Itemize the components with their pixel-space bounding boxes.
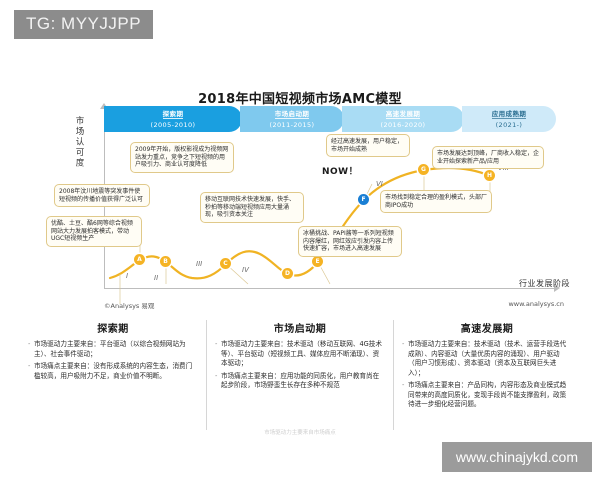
bullet-item: - 市场痛点主要来自：产品同构，内容形态及商业模式趋同带来的高度同质化，变现手段… (402, 381, 572, 410)
x-axis-arrow-icon (554, 284, 560, 292)
phase-name: 高速发展期 (385, 109, 421, 119)
stage-marker-A[interactable]: A (134, 254, 145, 265)
stage-marker-B[interactable]: B (160, 256, 171, 267)
source-left: ©Analysys 易观 (104, 302, 155, 310)
phase-segment-startup[interactable]: 市场启动期 (2011-2015) (240, 106, 344, 132)
bullet-dash-icon: - (402, 340, 405, 348)
phase-years: (2021-) (495, 120, 523, 129)
bullet-item: - 市场驱动力主要来自：平台驱动（以综合视频网站为主）、社会事件驱动； (28, 340, 198, 359)
phase-years: (2011-2015) (269, 120, 315, 129)
phase-segment-mature[interactable]: 应用成熟期 (2021-) (462, 106, 556, 132)
telegram-watermark: TG: MYYJJPP (14, 10, 154, 39)
stage-marker-C[interactable]: C (220, 258, 231, 269)
bullet-item: - 市场驱动力主要来自：技术驱动（技术、运营手段迭代成熟）、内容驱动（大量优质内… (402, 340, 572, 378)
callout-market-maturing: 经过高速发展，用户稳定，市场开始成熟 (326, 134, 410, 158)
stage-marker-D[interactable]: D (282, 268, 293, 279)
amc-chart: 2018年中国短视频市场AMC模型 市场认可度 行业发展阶段 探索期 (2005… (20, 88, 580, 400)
phase-name: 市场启动期 (274, 109, 310, 119)
stage-marker-G[interactable]: G (418, 164, 429, 175)
bullet-item: - 市场痛点主要来自：没有形成系统的内容生态，消费门槛较高，用户吸附力不足，商业… (28, 362, 198, 381)
bullet-text: 市场驱动力主要来自：平台驱动（以综合视频网站为主）、社会事件驱动； (34, 340, 186, 358)
stage-marker-E[interactable]: E (312, 256, 323, 267)
bullet-text: 市场驱动力主要来自：技术驱动（技术、运营手段迭代成熟）、内容驱动（大量优质内容的… (408, 340, 567, 377)
phase-ribbon: 探索期 (2005-2010) 市场启动期 (2011-2015) 高速发展期 … (104, 106, 556, 132)
callout-market-peak: 市场发展达到顶峰，厂商收入稳定，企业开始探索新产品/应用 (432, 146, 544, 170)
stage-marker-F[interactable]: F (358, 194, 369, 205)
bullet-text: 市场痛点主要来自：产品同构，内容形态及商业模式趋同带来的高度同质化，变现手段尚不… (408, 381, 567, 408)
column-exploration: 探索期 - 市场驱动力主要来自：平台驱动（以综合视频网站为主）、社会事件驱动； … (20, 320, 206, 430)
site-watermark: www.chinajykd.com (441, 442, 592, 472)
stage-roman-I: I (126, 272, 129, 280)
x-axis-label: 行业发展阶段 (519, 279, 570, 288)
column-startup: 市场启动期 - 市场驱动力主要来自：技术驱动（移动互联网、4G技术等）、平台驱动… (206, 320, 393, 436)
phase-years: (2005-2010) (150, 120, 196, 129)
column-highgrowth: 高速发展期 - 市场驱动力主要来自：技术驱动（技术、运营手段迭代成熟）、内容驱动… (393, 320, 580, 430)
column-heading: 市场启动期 (273, 324, 327, 335)
bullet-dash-icon: - (402, 381, 405, 389)
callout-exploration-video-sites: 优酷、土豆、酷6网等综合视频网站大力发展拍客模式，带动UGC短视频生产 (46, 216, 142, 247)
y-axis-label: 市场认可度 (74, 116, 84, 169)
x-axis-line (104, 288, 556, 289)
now-marker: NOW！ (322, 167, 359, 177)
phase-years: (2016-2020) (380, 120, 426, 129)
bullet-dash-icon: - (28, 362, 31, 370)
source-right: www.analysys.cn (508, 300, 564, 308)
bullet-dash-icon: - (215, 371, 218, 380)
bullet-item: - 市场驱动力主要来自：技术驱动（移动互联网、4G技术等）、平台驱动（短视频工具… (215, 340, 385, 369)
callout-mobile-internet: 移动互联网技术快速发展，快手、秒拍等移动端短视频应用大量涌现，吸引资本关注 (200, 192, 304, 223)
phase-segment-exploration[interactable]: 探索期 (2005-2010) (104, 106, 242, 132)
bullet-text: 市场痛点主要来自：没有形成系统的内容生态，消费门槛较高，用户吸附力不足，商业价值… (34, 362, 193, 380)
bullet-dash-icon: - (215, 340, 218, 348)
bullet-dash-icon: - (28, 340, 31, 348)
callout-icebucket-papi: 冰桶挑战、PAPI酱等一系列短视频内容爆红，网红效应引发内容上传快速扩容，市场进… (298, 226, 402, 257)
stage-roman-II: II (154, 274, 159, 282)
bullet-item: - 市场痛点主要来自：应用功能的同质化，用户教育尚在起步阶段，市场野蛮生长存在多… (215, 372, 385, 391)
stage-marker-H[interactable]: H (484, 170, 495, 181)
phase-segment-highgrowth[interactable]: 高速发展期 (2016-2020) (342, 106, 464, 132)
callout-earthquake-event: 2008年汶川地震等突发事件使短视频的传播价值获得广泛认可 (54, 184, 150, 208)
stage-roman-VI: VI (376, 180, 383, 188)
ghost-text: 市场驱动力主要来自市场痛点 (264, 430, 336, 436)
column-heading: 探索期 (97, 324, 129, 335)
bullet-text: 市场痛点主要来自：应用功能的同质化，用户教育尚在起步阶段，市场野蛮生长存在多种不… (221, 371, 380, 390)
callout-copyright-drama: 2009年开始，版权影视成为视频网站发力重点，竞争之下短视频的用户吸引力、商业认… (130, 142, 234, 173)
stage-roman-III: III (196, 260, 203, 268)
phase-description-columns: 探索期 - 市场驱动力主要来自：平台驱动（以综合视频网站为主）、社会事件驱动； … (20, 320, 580, 436)
stage-roman-IV: IV (242, 266, 249, 274)
callout-profit-model-ipo: 市场找到稳定合理的盈利模式，头部厂商IPO成功 (380, 190, 492, 214)
chart-title: 2018年中国短视频市场AMC模型 (198, 92, 402, 107)
bullet-text: 市场驱动力主要来自：技术驱动（移动互联网、4G技术等）、平台驱动（短视频工具、媒… (221, 340, 382, 367)
phase-name: 应用成熟期 (491, 109, 527, 119)
column-heading: 高速发展期 (460, 324, 514, 335)
phase-name: 探索期 (162, 109, 184, 119)
